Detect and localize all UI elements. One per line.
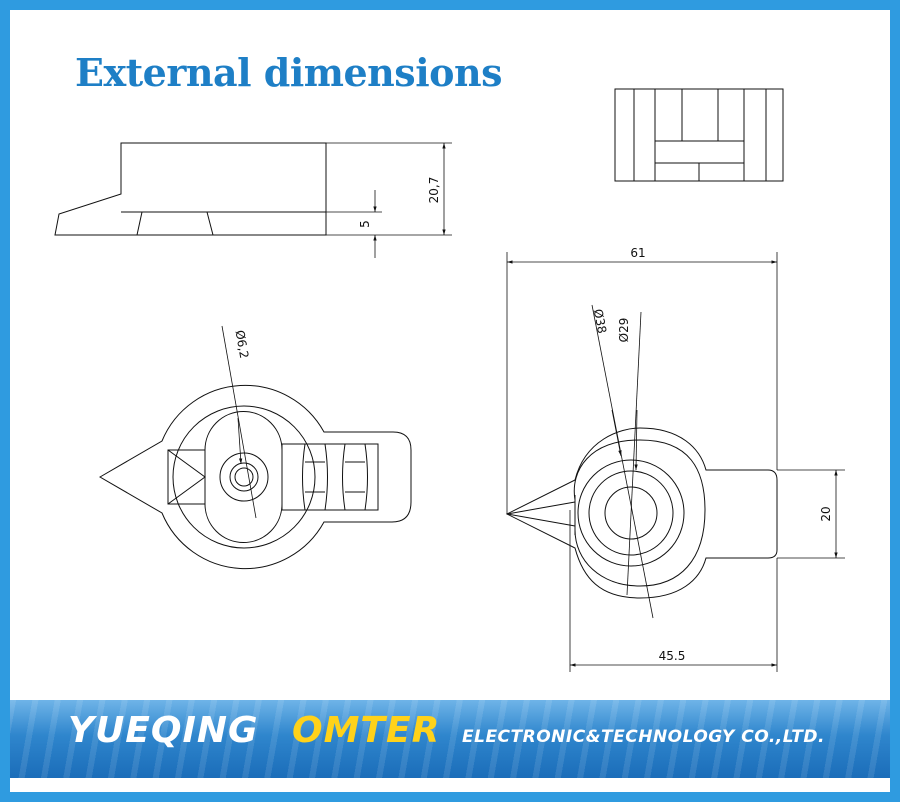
side-view-foot	[136, 211, 214, 236]
top-view-hub-arc	[204, 503, 283, 543]
banner-background-rays	[10, 700, 890, 778]
dim-height-label: 20,7	[427, 177, 441, 204]
dim-outer-label: Ø38	[591, 308, 609, 335]
side-view: 20,7 5	[54, 142, 452, 258]
bottom-view-hub	[604, 486, 658, 540]
top-view-outline	[99, 384, 412, 570]
top-view-grip-groove	[302, 443, 328, 511]
brand-name-primary: YUEQING	[68, 710, 259, 751]
dim-body-label: 45.5	[659, 649, 686, 663]
dim-inner-label: Ø29	[617, 318, 631, 343]
top-view-inner-ring	[172, 405, 316, 549]
top-view-hub-ring	[219, 452, 269, 502]
bottom-view-tip-line	[506, 513, 576, 527]
bottom-view-skirt	[573, 439, 706, 587]
top-view-tip-wedge	[167, 449, 206, 505]
bottom-view-outline	[505, 427, 778, 599]
bottom-view-outer-ring	[577, 459, 685, 567]
page-title: External dimensions	[75, 50, 503, 95]
top-view-bore	[229, 462, 259, 492]
dim-step-label: 5	[358, 220, 372, 228]
bottom-view: 61 45.5 20 Ø38 Ø29	[505, 246, 845, 672]
bottom-view-tip-line	[506, 501, 576, 515]
dim-arrow-inner	[634, 409, 638, 471]
top-view-tip-block	[167, 449, 206, 505]
dim-bore-label: Ø6,2	[233, 329, 252, 360]
dim-line-inner	[626, 311, 642, 596]
top-view-grip-groove	[342, 443, 368, 511]
dim-arrow-outer	[611, 409, 622, 457]
dim-line-outer	[591, 304, 654, 619]
dim-width-label: 20	[819, 506, 833, 521]
dim-arrow-bore	[237, 417, 243, 465]
dim-line-bore	[221, 325, 257, 519]
side-view-outline	[54, 142, 327, 236]
end-view	[614, 88, 784, 182]
company-banner: YUEQING OMTER ELECTRONIC&TECHNOLOGY CO.,…	[10, 700, 890, 778]
company-tagline: ELECTRONIC&TECHNOLOGY CO.,LTD.	[462, 727, 825, 747]
technical-drawing: 20,7 5 Ø6,2	[54, 88, 845, 672]
bottom-view-mid-ring	[588, 470, 674, 556]
top-view-hub-arc	[204, 411, 283, 451]
top-view-bore-inner	[234, 467, 254, 487]
top-view-grip-block	[281, 443, 379, 511]
top-view: Ø6,2	[99, 325, 412, 570]
brand-name-secondary: OMTER	[292, 710, 441, 751]
dim-length-label: 61	[630, 246, 645, 260]
